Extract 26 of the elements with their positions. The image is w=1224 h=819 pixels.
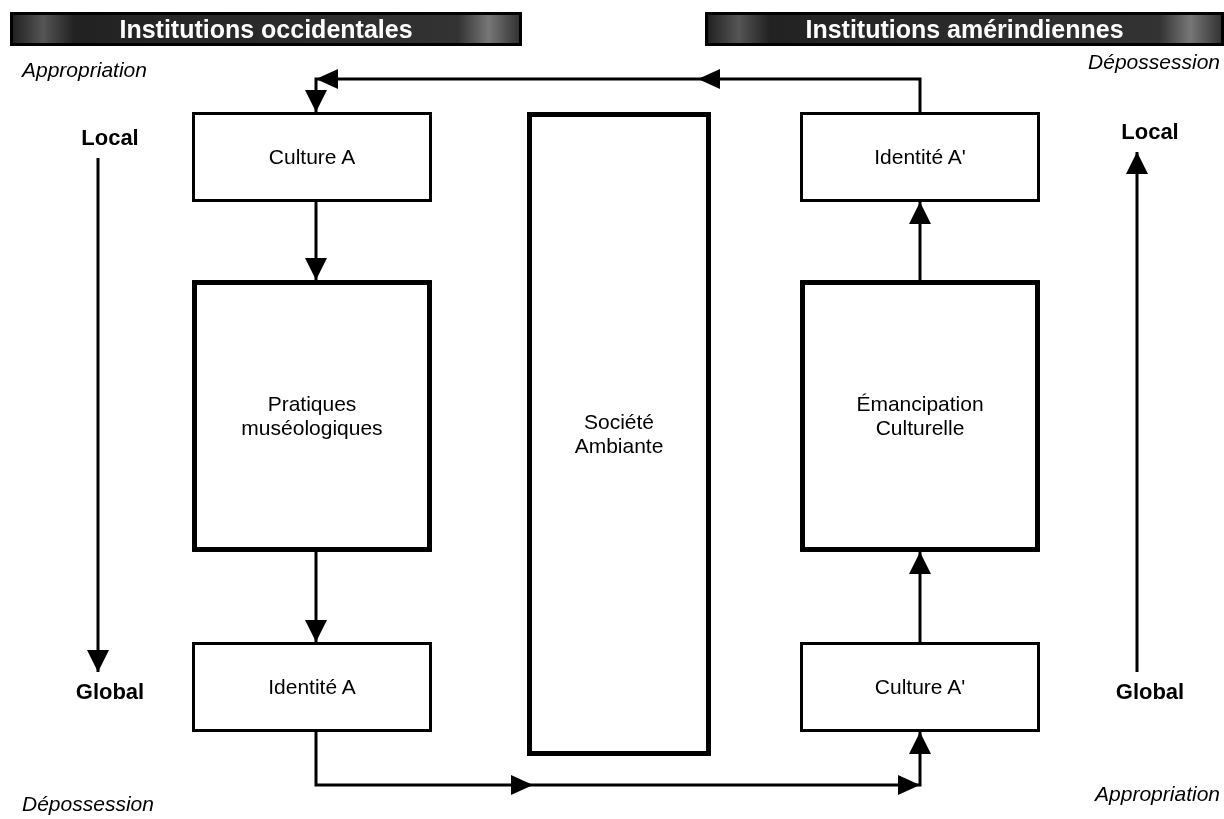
box-label: Pratiques muséologiques bbox=[240, 392, 384, 440]
header-band bbox=[10, 12, 522, 46]
header-text: Institutions occidentales bbox=[119, 14, 413, 44]
header-band bbox=[705, 12, 1224, 46]
box-label: Émancipation Culturelle bbox=[855, 392, 985, 440]
flow-label: Appropriation bbox=[22, 58, 147, 82]
axis-label: Local bbox=[1121, 119, 1179, 145]
box-label: Culture A bbox=[268, 145, 356, 169]
process-box bbox=[192, 642, 432, 732]
flow-label: Dépossession bbox=[22, 792, 154, 816]
box-label: Culture A' bbox=[874, 675, 966, 699]
process-box bbox=[527, 112, 711, 756]
box-label: Identité A bbox=[268, 675, 356, 699]
process-box bbox=[192, 280, 432, 552]
process-box bbox=[192, 112, 432, 202]
process-box bbox=[800, 280, 1040, 552]
flow-label: Dépossession bbox=[1088, 50, 1220, 74]
flow-label: Appropriation bbox=[1095, 782, 1220, 806]
axis-label: Local bbox=[81, 125, 139, 151]
header-text: Institutions amérindiennes bbox=[805, 14, 1124, 44]
axis-label: Global bbox=[75, 679, 145, 705]
box-label: Identité A' bbox=[874, 145, 966, 169]
box-label: Société Ambiante bbox=[573, 410, 665, 458]
process-box bbox=[800, 112, 1040, 202]
axis-label: Global bbox=[1115, 679, 1185, 705]
process-box bbox=[800, 642, 1040, 732]
